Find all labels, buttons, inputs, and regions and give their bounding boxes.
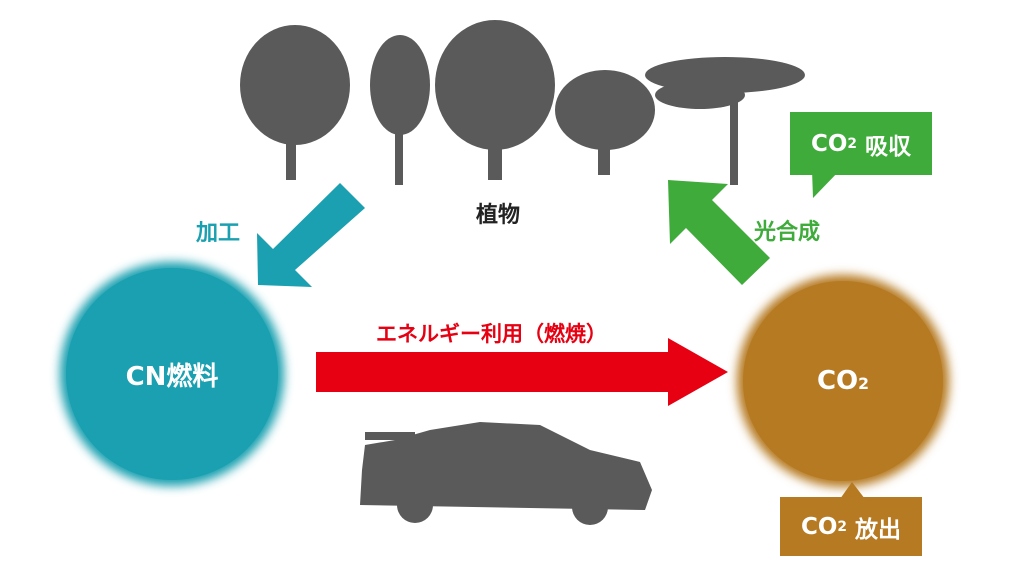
release-text: 放出 xyxy=(847,516,902,543)
photosynthesis-label: 光合成 xyxy=(754,220,821,245)
co2-label: CO2 xyxy=(817,366,869,396)
co2-node: CO2 xyxy=(743,281,943,481)
release-subscript: 2 xyxy=(837,518,848,535)
energy-use-arrow xyxy=(316,338,728,406)
release-callout-tail xyxy=(840,482,865,499)
co2-text: CO xyxy=(816,366,859,396)
absorb-text: 吸収 xyxy=(857,133,912,160)
trees-silhouette xyxy=(240,20,805,185)
release-prefix: CO xyxy=(800,513,838,540)
cn-fuel-label: CN燃料 xyxy=(125,361,219,392)
processing-arrow xyxy=(257,183,365,287)
plants-label: 植物 xyxy=(476,203,521,228)
cn-fuel-node: CN燃料 xyxy=(66,268,278,480)
co2-subscript: 2 xyxy=(858,375,870,393)
processing-label: 加工 xyxy=(196,221,241,246)
absorb-prefix: CO xyxy=(810,130,848,157)
absorb-callout-tail xyxy=(812,170,840,198)
photosynthesis-arrow xyxy=(668,180,770,285)
energy-use-label: エネルギー利用（燃焼） xyxy=(376,322,607,346)
car-silhouette xyxy=(360,422,652,525)
absorb-subscript: 2 xyxy=(847,135,858,152)
